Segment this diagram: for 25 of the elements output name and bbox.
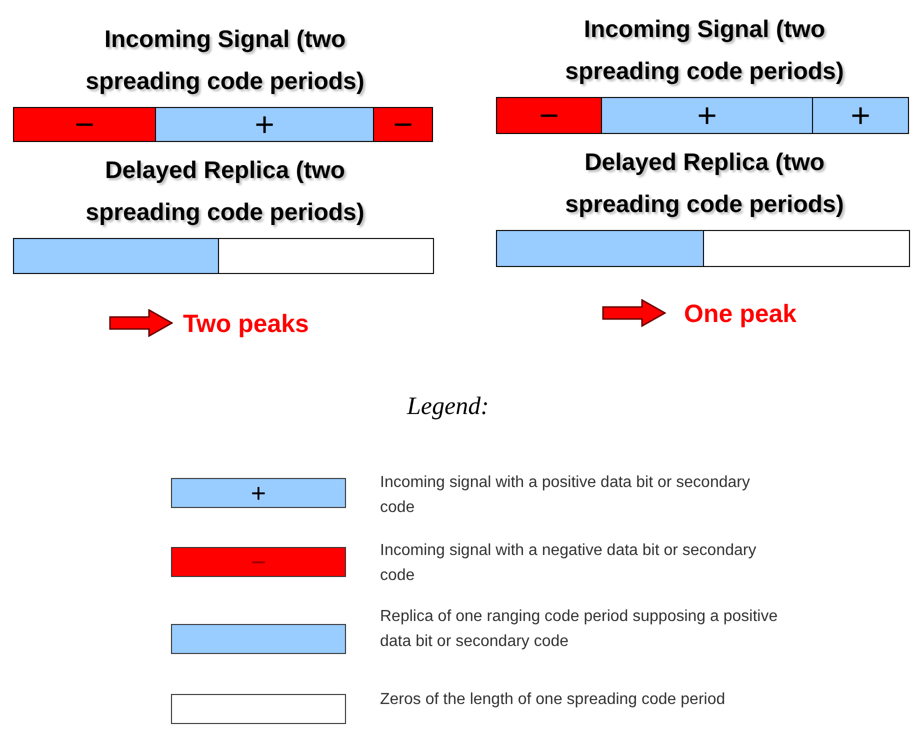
sign-symbol: − [74,108,94,142]
sign-symbol: + [697,98,717,132]
code-segment [373,107,433,142]
code-segment [496,97,602,134]
code-segment [601,97,813,134]
sign-symbol: − [539,98,559,132]
code-segment [13,107,156,142]
sign-symbol: + [250,480,266,506]
legend-text: Zeros of the length of one spreading code period [380,690,726,710]
sign-symbol: − [250,549,266,575]
sign-symbol: + [850,98,870,132]
legend-title: Legend: [407,392,489,422]
code-segment [155,107,374,142]
code-segment [812,97,909,134]
result-text: One peak [684,299,797,330]
legend-text: Incoming signal with a positive data bit or secondary code [380,473,751,518]
legend-text: Replica of one ranging code period supposing a positive data bit or secondary code [380,607,779,652]
bar-heading: Delayed Replica (two spreading code periods) [564,148,845,220]
sign-symbol: − [393,108,413,142]
bar-heading: Delayed Replica (two spreading code periods) [84,156,366,228]
bar-heading: Incoming Signal (two spreading code periods) [564,15,845,87]
bar-heading: Incoming Signal (two spreading code periods) [84,25,366,97]
sign-symbol: + [254,108,274,142]
result-text: Two peaks [183,309,309,340]
legend-text: Incoming signal with a negative data bit or secondary code [380,541,758,586]
